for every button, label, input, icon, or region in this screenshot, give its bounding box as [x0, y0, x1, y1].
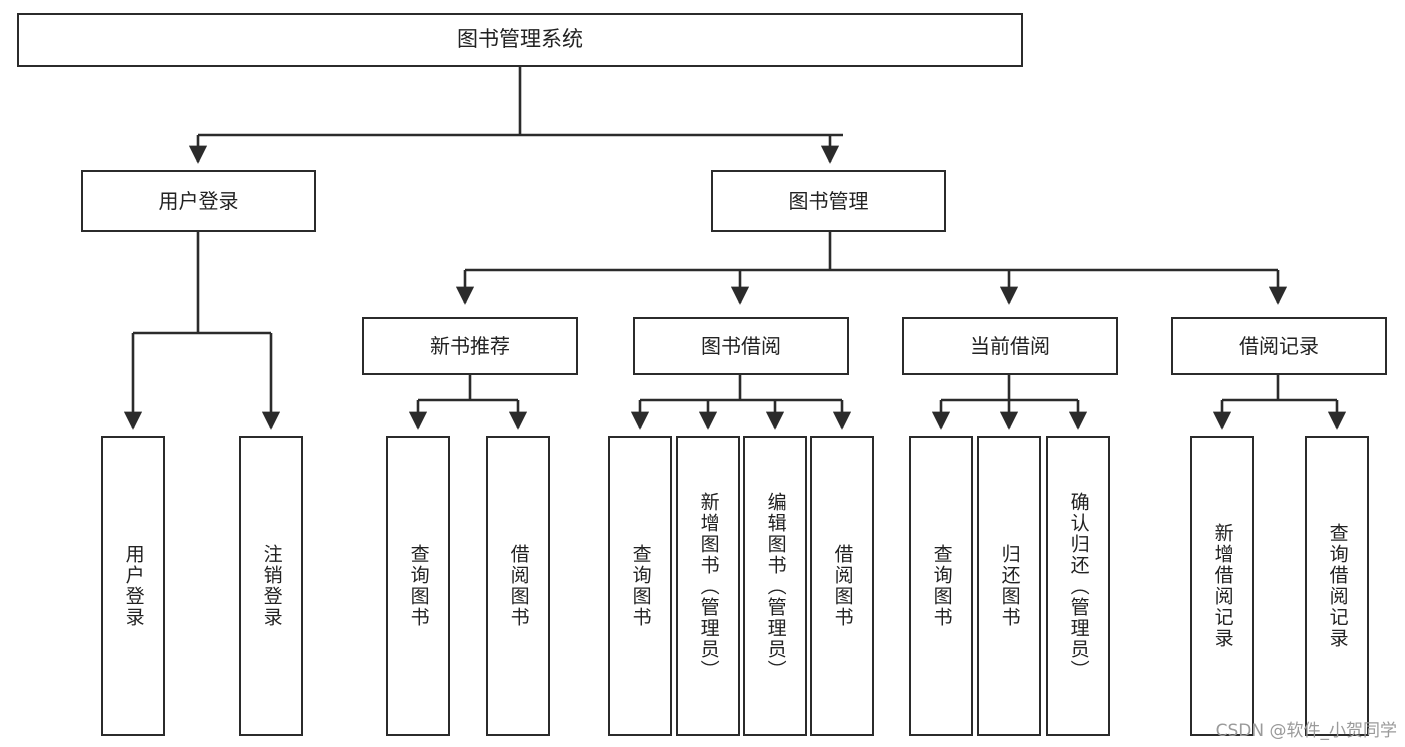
- node-book-borrow[interactable]: 图书借阅: [633, 317, 849, 375]
- csdn-watermark: CSDN @软件_小贺同学: [1215, 721, 1397, 741]
- node-new-book-recommend[interactable]: 新书推荐: [362, 317, 578, 375]
- leaf-recommend-borrow-book[interactable]: 借阅图书: [486, 436, 550, 736]
- leaf-user-login-login[interactable]: 用户登录: [101, 436, 165, 736]
- leaf-borrow-edit-book-admin[interactable]: 编辑图书（管理员）: [743, 436, 807, 736]
- leaf-recommend-query-book[interactable]: 查询图书: [386, 436, 450, 736]
- leaf-current-return-book[interactable]: 归还图书: [977, 436, 1041, 736]
- leaf-current-query-book[interactable]: 查询图书: [909, 436, 973, 736]
- leaf-borrow-query-book[interactable]: 查询图书: [608, 436, 672, 736]
- leaf-record-add-record[interactable]: 新增借阅记录: [1190, 436, 1254, 736]
- leaf-user-login-logout[interactable]: 注销登录: [239, 436, 303, 736]
- node-book-management[interactable]: 图书管理: [711, 170, 946, 232]
- node-root[interactable]: 图书管理系统: [17, 13, 1023, 67]
- node-borrow-record[interactable]: 借阅记录: [1171, 317, 1387, 375]
- leaf-current-confirm-return-admin[interactable]: 确认归还（管理员）: [1046, 436, 1110, 736]
- leaf-borrow-add-book-admin[interactable]: 新增图书（管理员）: [676, 436, 740, 736]
- leaf-borrow-borrow-book[interactable]: 借阅图书: [810, 436, 874, 736]
- node-current-borrow[interactable]: 当前借阅: [902, 317, 1118, 375]
- leaf-record-query-record[interactable]: 查询借阅记录: [1305, 436, 1369, 736]
- node-user-login[interactable]: 用户登录: [81, 170, 316, 232]
